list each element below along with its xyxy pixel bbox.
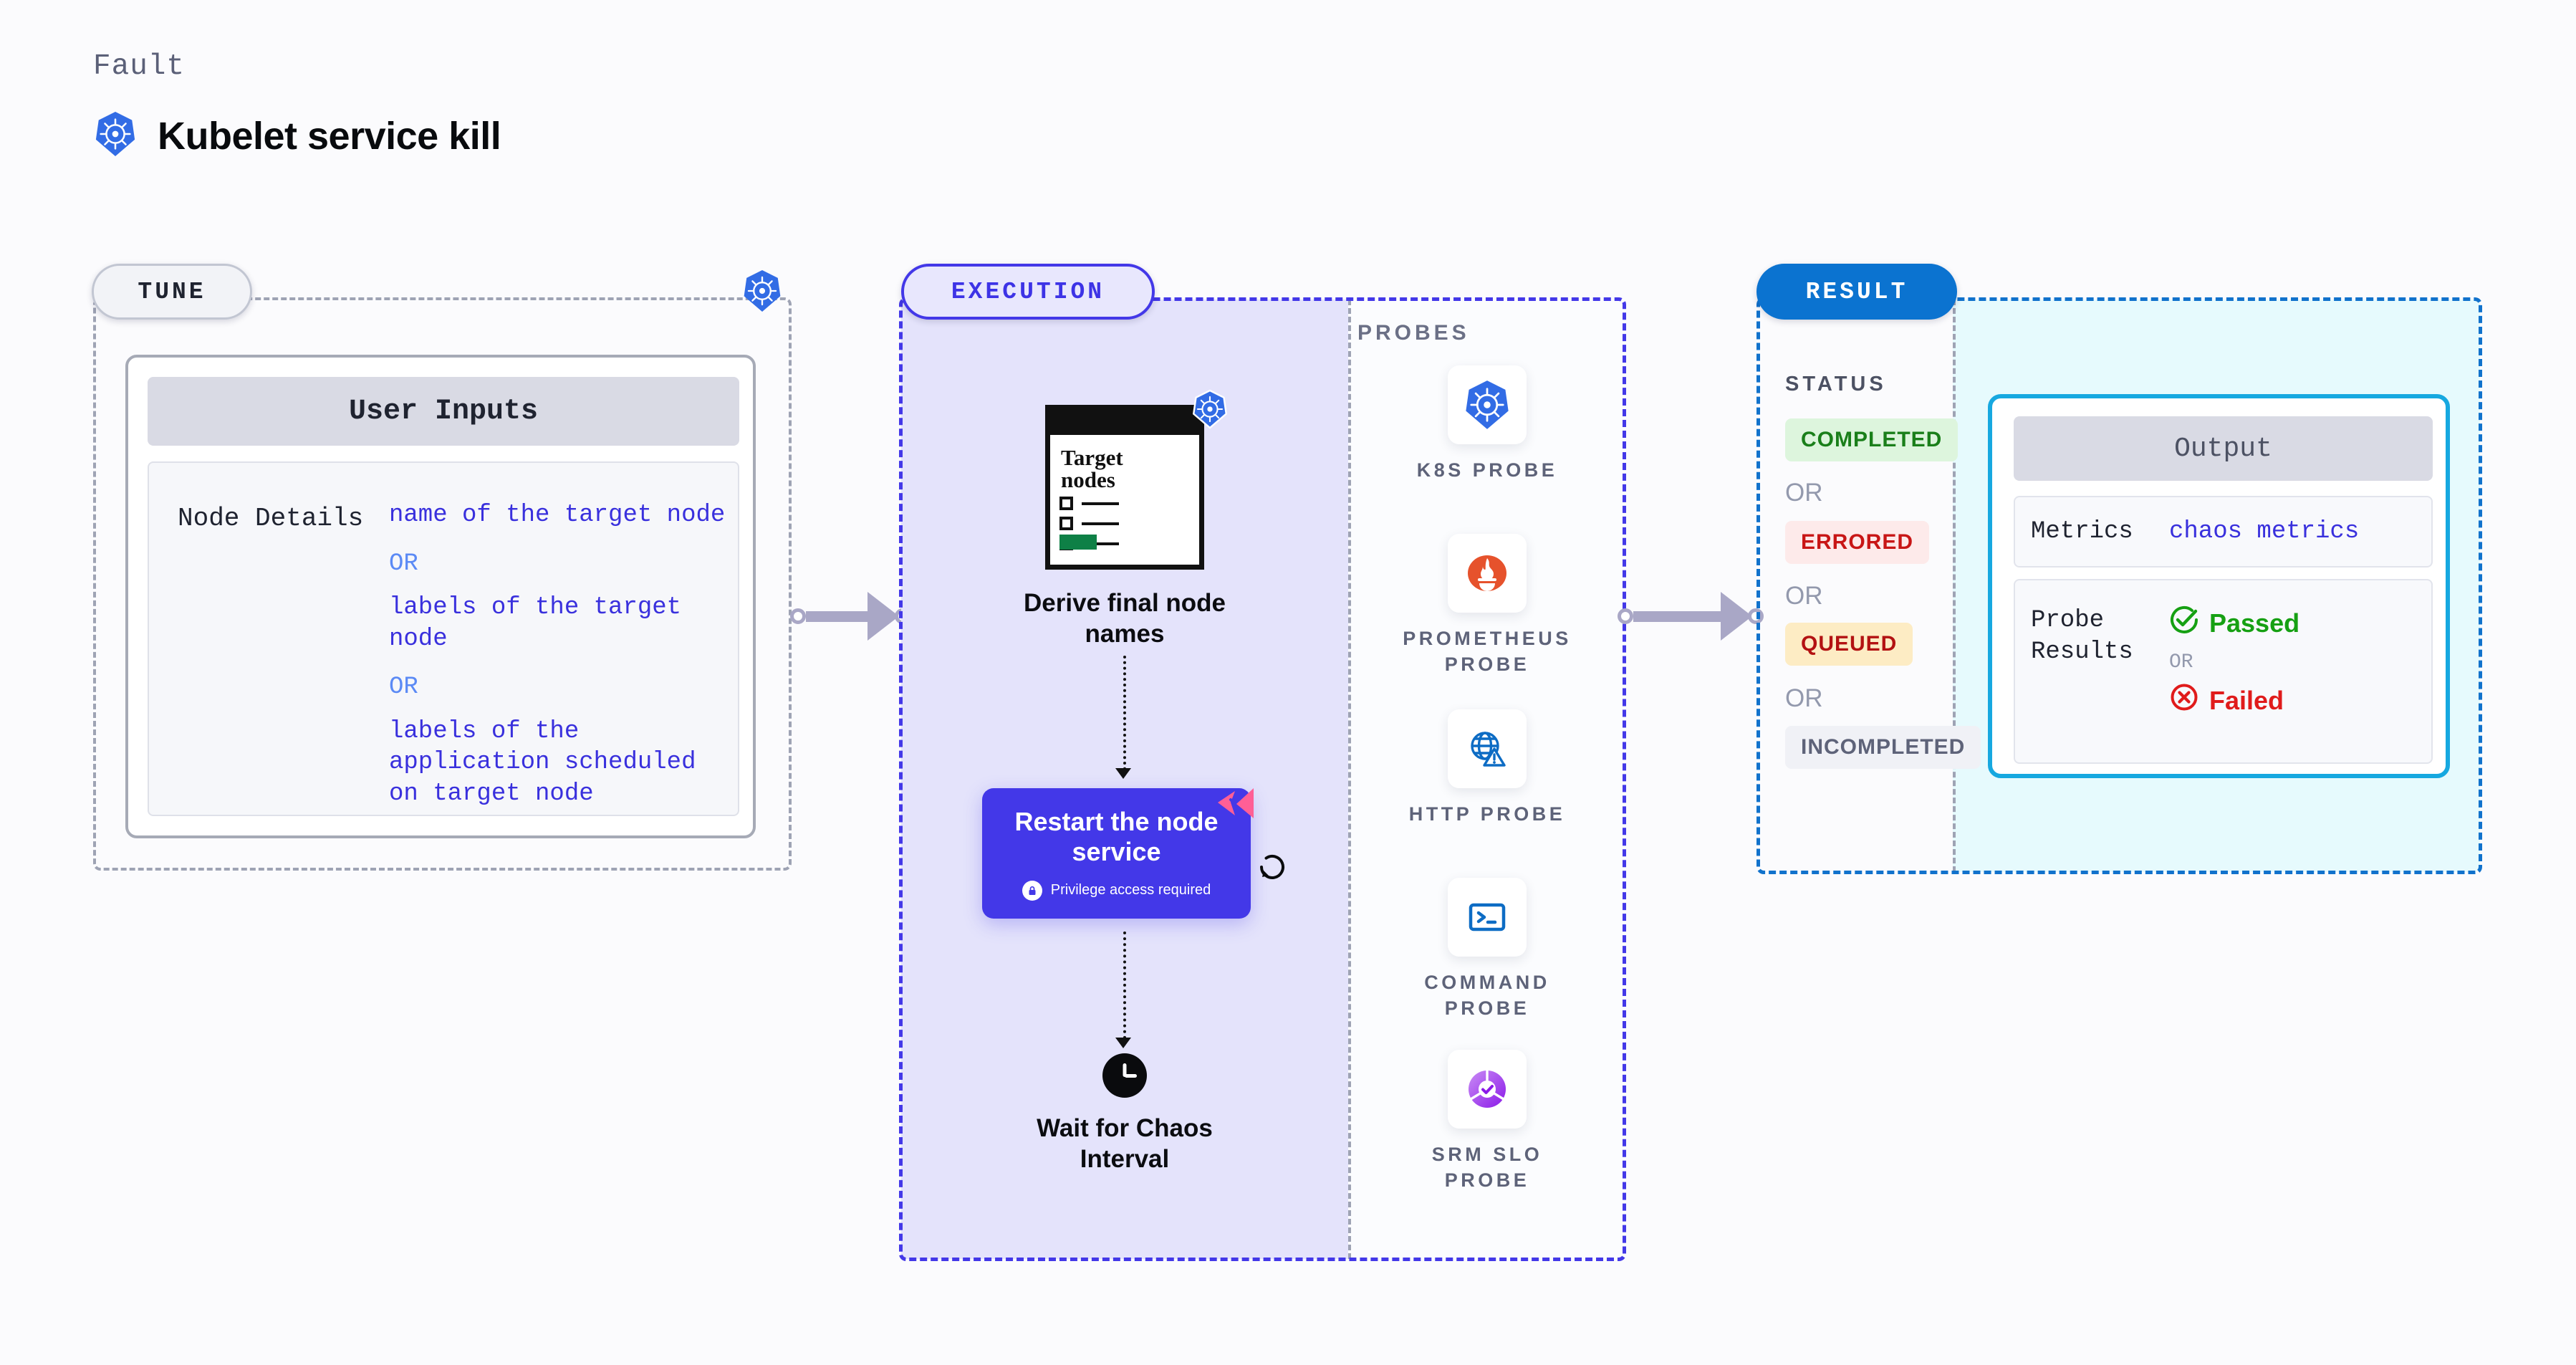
status-separator: OR <box>1785 582 1823 610</box>
connector-shaft <box>1633 610 1722 622</box>
status-separator: OR <box>1785 684 1823 712</box>
connector-tune-to-execution <box>790 592 910 641</box>
document-titlebar <box>1045 405 1204 435</box>
metrics-row: Metrics chaos metrics <box>2014 496 2433 567</box>
globe-warning-icon <box>1448 709 1527 788</box>
probe-results-values: Passed OR Failed <box>2169 605 2431 719</box>
flow-arrowhead <box>1115 1038 1131 1048</box>
terminal-icon <box>1448 878 1527 957</box>
result-divider <box>1953 300 1956 872</box>
page-title: Kubelet service kill <box>158 114 501 158</box>
execution-panel <box>899 297 1626 1261</box>
probe-label: SRM SLO PROBE <box>1431 1144 1543 1192</box>
document-progress-bar <box>1059 535 1097 550</box>
result-badge: RESULT <box>1756 264 1957 320</box>
output-title: Output <box>2014 416 2433 481</box>
status-badge-queued: QUEUED <box>1785 623 1913 666</box>
eyebrow-label: Fault <box>93 50 186 83</box>
probe-result-passed: Passed <box>2169 605 2431 641</box>
probes-label: PROBES <box>1357 321 1470 345</box>
probe-label: HTTP PROBE <box>1408 803 1566 825</box>
output-card: Output Metrics chaos metrics Probe Resul… <box>1988 394 2450 778</box>
kubernetes-icon <box>1191 389 1229 433</box>
target-nodes-document-icon: Target nodes <box>1045 389 1228 570</box>
derive-final-node-names-step: Target nodes Derive final node names <box>985 389 1264 649</box>
tune-badge: TUNE <box>92 264 252 320</box>
tune-panel <box>93 297 792 871</box>
flow-connector-dashed <box>1123 656 1126 770</box>
restart-node-service-card[interactable]: Restart the node service Privilege acces… <box>982 788 1251 919</box>
kubernetes-icon <box>741 269 783 317</box>
check-circle-icon <box>2169 605 2199 641</box>
probe-results-row: Probe Results Passed OR <box>2014 579 2433 764</box>
kubernetes-icon <box>1448 365 1527 444</box>
wait-for-chaos-interval-step: Wait for Chaos Interval <box>985 1053 1264 1174</box>
node-details-values: name of the target node OR labels of the… <box>389 500 738 810</box>
document-title: Target nodes <box>1061 445 1123 492</box>
probe-results-key: Probe Results <box>2031 607 2133 666</box>
metrics-key: Metrics <box>2031 517 2133 545</box>
flow-connector-dashed <box>1123 931 1126 1039</box>
probe-item-k8s[interactable]: K8S PROBE <box>1348 365 1626 483</box>
flow-arrowhead <box>1115 768 1131 779</box>
page-header: Fault Kubelet service kill <box>93 50 501 161</box>
connector-dot <box>1618 608 1633 624</box>
node-detail-value: labels of the application scheduled on t… <box>389 717 696 808</box>
connector-execution-to-result <box>1618 592 1772 641</box>
status-label: STATUS <box>1785 373 1887 396</box>
execution-badge: EXECUTION <box>901 264 1155 320</box>
status-badge-incompleted: INCOMPLETED <box>1785 726 1981 769</box>
connector-arrowhead <box>1721 592 1752 641</box>
node-details-key: Node Details <box>178 504 364 533</box>
node-detail-separator: OR <box>389 674 418 701</box>
prometheus-icon <box>1448 534 1527 613</box>
metrics-value: chaos metrics <box>2169 518 2360 545</box>
status-badge-completed: COMPLETED <box>1785 418 1959 461</box>
chaos-mark-icon <box>1213 784 1258 829</box>
status-separator: OR <box>1785 479 1823 507</box>
user-inputs-body: Node Details name of the target node OR … <box>148 461 739 816</box>
connector-dot <box>790 608 806 624</box>
user-inputs-title: User Inputs <box>148 377 739 446</box>
probe-label: K8S PROBE <box>1416 459 1558 481</box>
title-row: Kubelet service kill <box>93 110 501 161</box>
restart-card-title: Restart the node service <box>1014 807 1219 867</box>
lock-icon <box>1022 880 1042 901</box>
probe-item-prometheus[interactable]: PROMETHEUS PROBE <box>1348 534 1626 678</box>
result-panel <box>1756 297 2482 874</box>
status-badge-errored: ERRORED <box>1785 521 1930 564</box>
probe-item-http[interactable]: HTTP PROBE <box>1348 709 1626 827</box>
step-caption: Derive final node names <box>1023 589 1226 648</box>
user-inputs-card: User Inputs Node Details name of the tar… <box>125 355 756 838</box>
kubernetes-icon <box>93 110 138 161</box>
x-circle-icon <box>2169 682 2199 719</box>
probe-result-separator: OR <box>2169 651 2193 674</box>
probe-item-srm-slo[interactable]: SRM SLO PROBE <box>1348 1050 1626 1194</box>
node-detail-value: labels of the target node <box>389 594 682 653</box>
probe-item-command[interactable]: COMMAND PROBE <box>1348 878 1626 1022</box>
probe-label: COMMAND PROBE <box>1424 972 1550 1020</box>
step-caption: Wait for Chaos Interval <box>1037 1114 1213 1173</box>
connector-shaft <box>806 610 869 622</box>
node-detail-separator: OR <box>389 550 418 578</box>
refresh-icon[interactable] <box>1254 848 1291 889</box>
privilege-note-text: Privilege access required <box>1050 882 1211 899</box>
probe-failed-label: Failed <box>2209 685 2284 715</box>
connector-arrowhead <box>868 592 899 641</box>
probe-passed-label: Passed <box>2209 608 2300 638</box>
node-detail-value: name of the target node <box>389 502 726 529</box>
probe-label: PROMETHEUS PROBE <box>1403 628 1572 676</box>
probe-result-failed: Failed <box>2169 682 2431 719</box>
srm-slo-icon <box>1448 1050 1527 1129</box>
clock-icon <box>1102 1053 1147 1098</box>
privilege-note: Privilege access required <box>982 880 1251 901</box>
